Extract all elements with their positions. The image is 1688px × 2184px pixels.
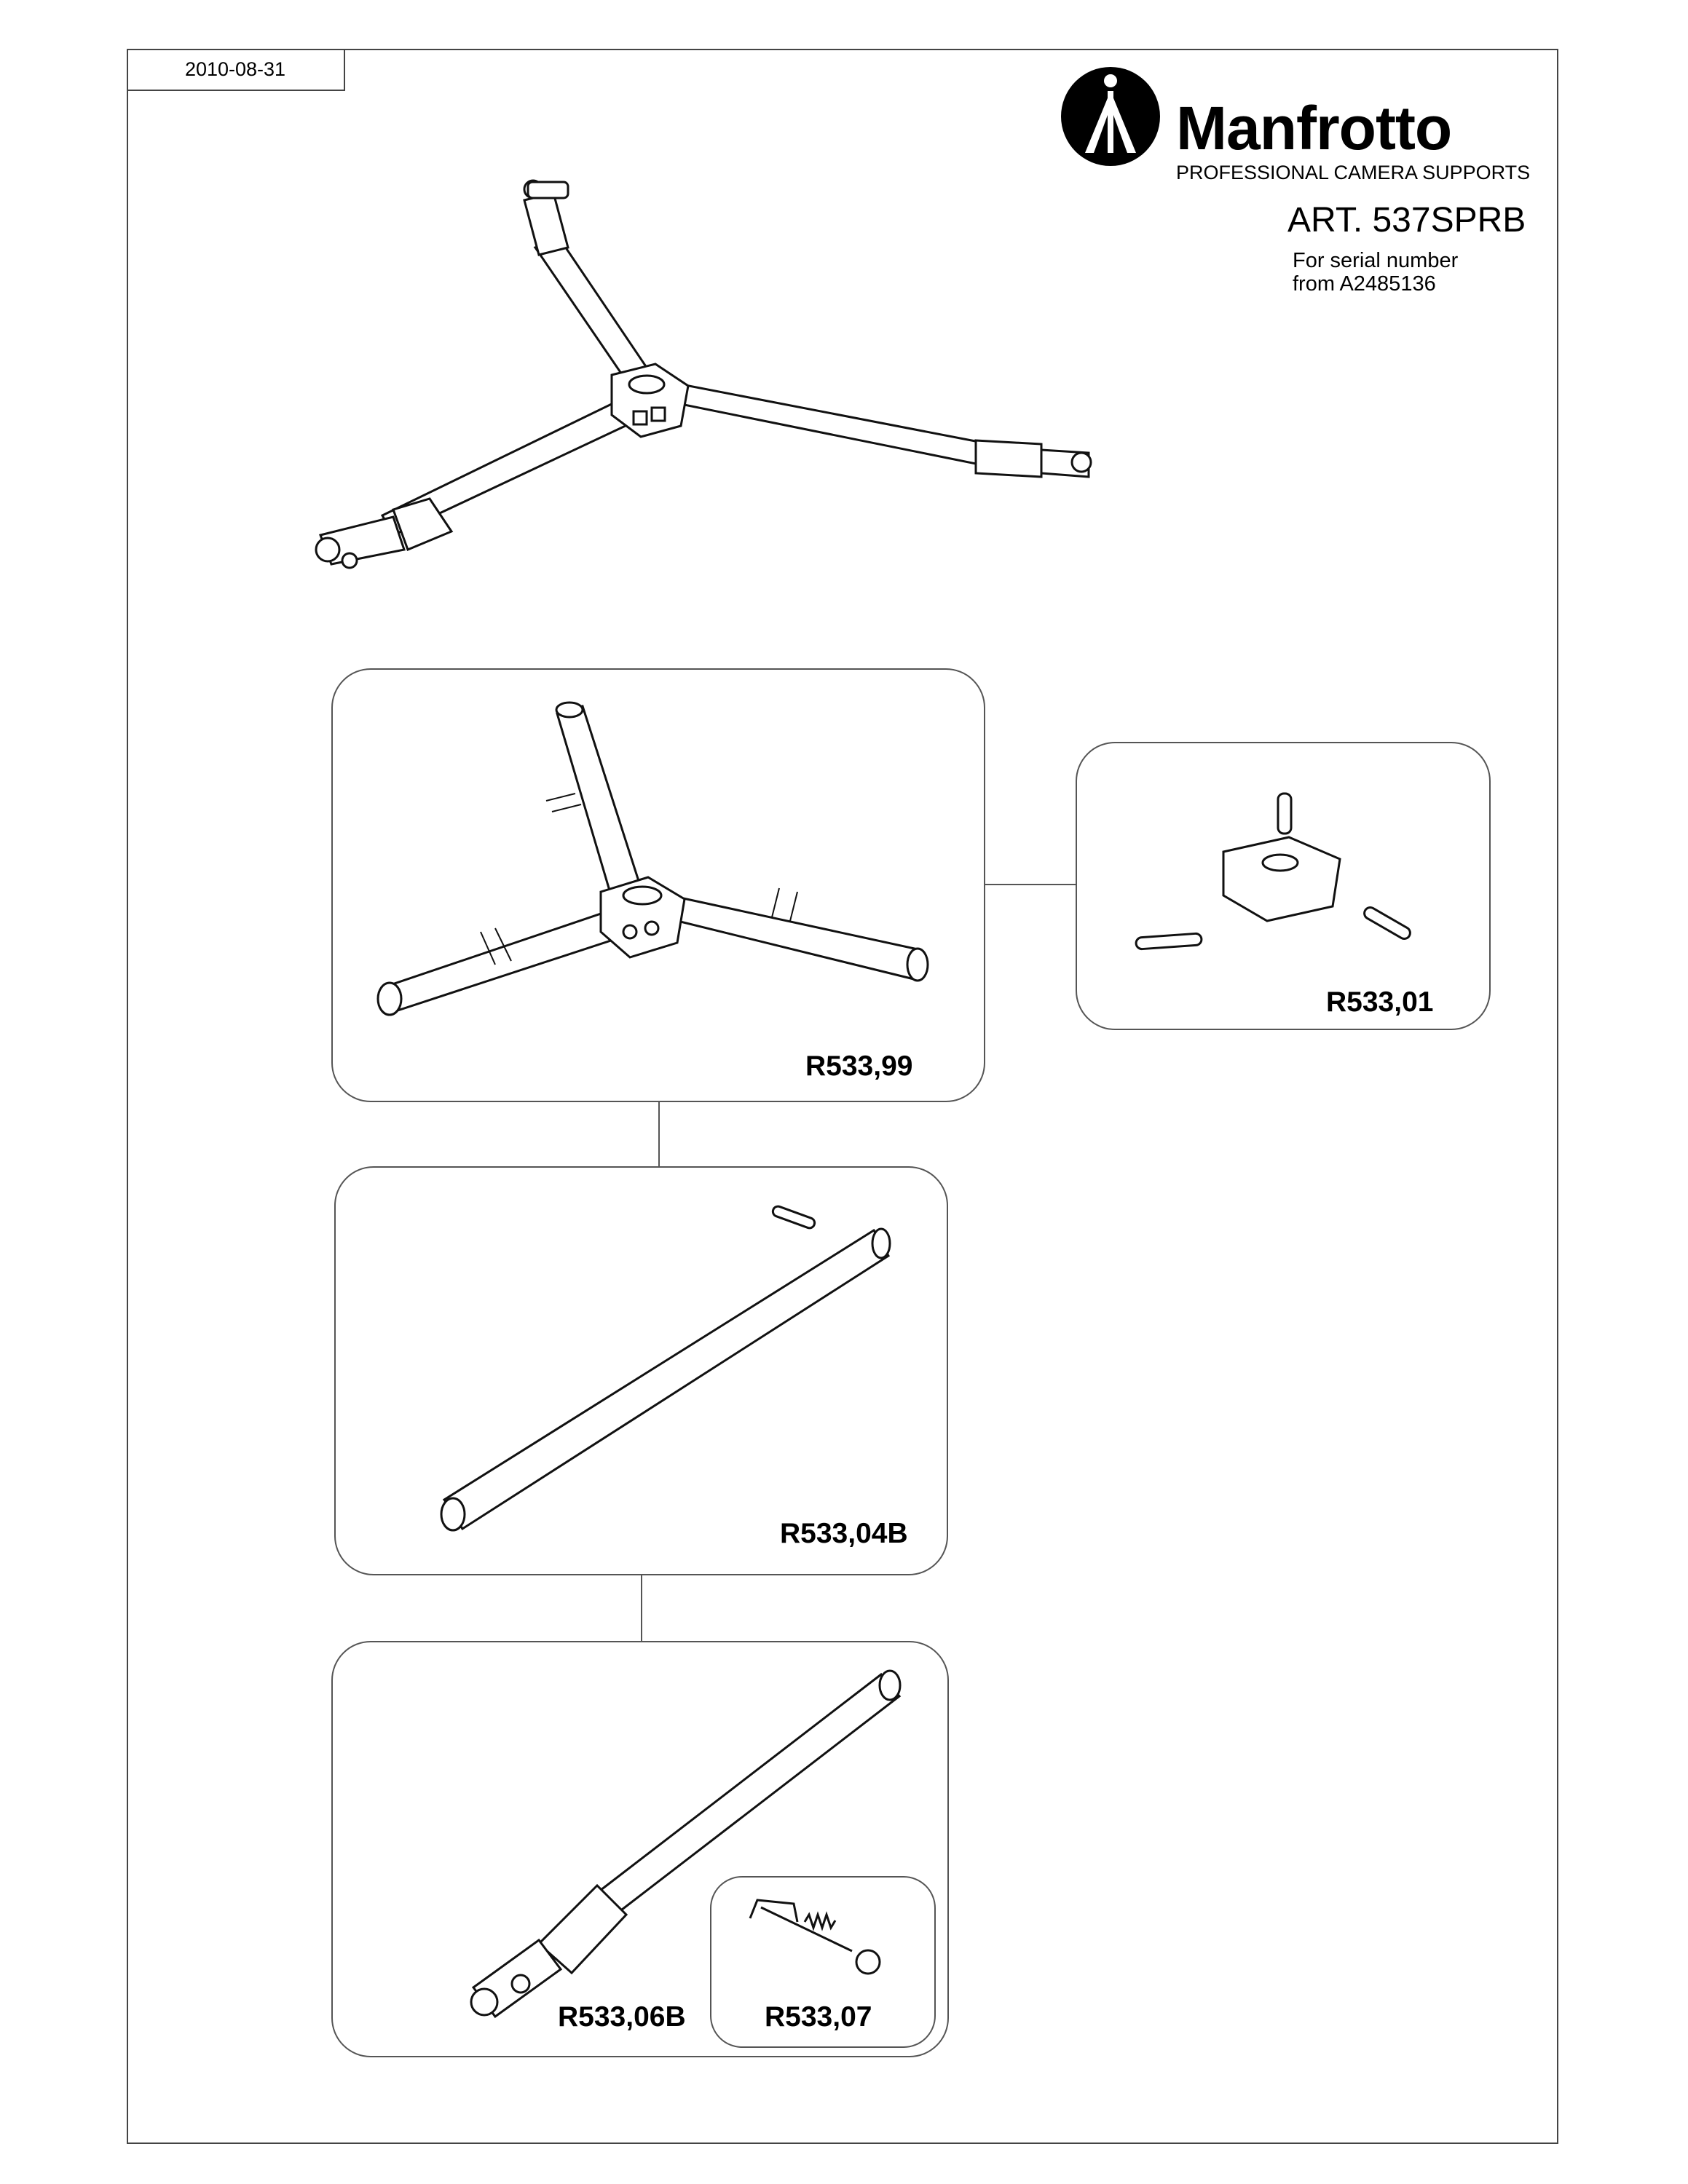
panel-r533-06b <box>331 1641 949 2057</box>
part-code-r533-99: R533,99 <box>805 1051 913 1082</box>
serial-line-1: For serial number <box>1293 249 1459 272</box>
leg-arm-illustration <box>470 1669 902 2019</box>
part-code-r533-04b: R533,04B <box>780 1518 908 1549</box>
connector-line <box>641 1575 642 1641</box>
panel-r533-04b <box>334 1166 948 1575</box>
date-text: 2010-08-31 <box>184 58 286 80</box>
part-code-r533-01: R533,01 <box>1326 986 1434 1018</box>
hub-with-tubes-illustration <box>376 701 929 1016</box>
article-number: ART. 537SPRB <box>1287 201 1526 240</box>
panel-r533-01 <box>1076 742 1491 1030</box>
part-code-r533-06b: R533,06B <box>558 2001 686 2033</box>
locking-pin-spring-illustration <box>749 1899 881 1975</box>
connector-line <box>658 1102 660 1166</box>
part-code-r533-07: R533,07 <box>765 2001 872 2033</box>
serial-note: For serial number from A2485136 <box>1293 249 1458 296</box>
manfrotto-tripod-logo-icon <box>1061 67 1160 166</box>
connector-line <box>985 884 1076 885</box>
brand-name: Manfrotto <box>1176 94 1452 162</box>
spreader-assembly-illustration <box>315 179 1092 569</box>
panel-r533-07 <box>710 1876 936 2048</box>
serial-line-2: from A2485136 <box>1293 272 1436 296</box>
brand-tagline: PROFESSIONAL CAMERA SUPPORTS <box>1176 162 1531 183</box>
tube-with-pin-illustration <box>440 1205 891 1532</box>
hub-with-pins-illustration <box>1135 792 1411 951</box>
date-box: 2010-08-31 <box>127 49 345 91</box>
panel-r533-99 <box>331 668 985 1102</box>
page-frame <box>127 49 1558 2144</box>
